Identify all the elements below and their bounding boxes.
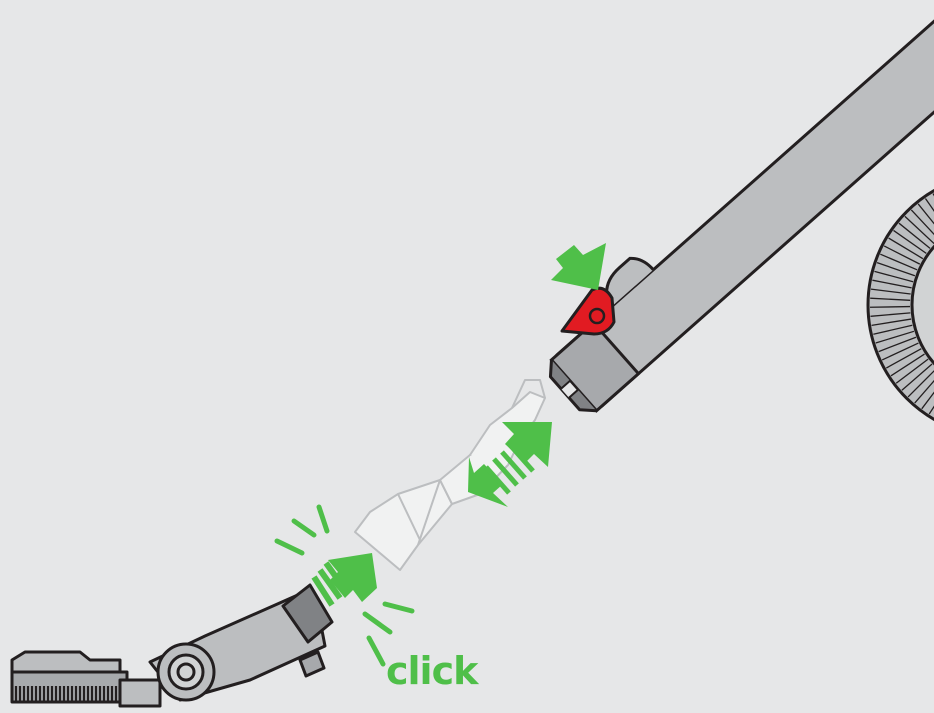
ghost-tool-icon [354,379,546,571]
wand-tube-icon [548,0,934,413]
push-arrow-icon [311,553,377,607]
double-arrow-icon [468,422,552,507]
round-brush-icon [866,188,934,422]
click-caption: click [386,649,478,693]
press-arrow-icon [551,243,606,290]
release-button-icon [560,286,616,336]
brush-head-icon [10,583,334,708]
burst-lines-icon [274,504,415,667]
